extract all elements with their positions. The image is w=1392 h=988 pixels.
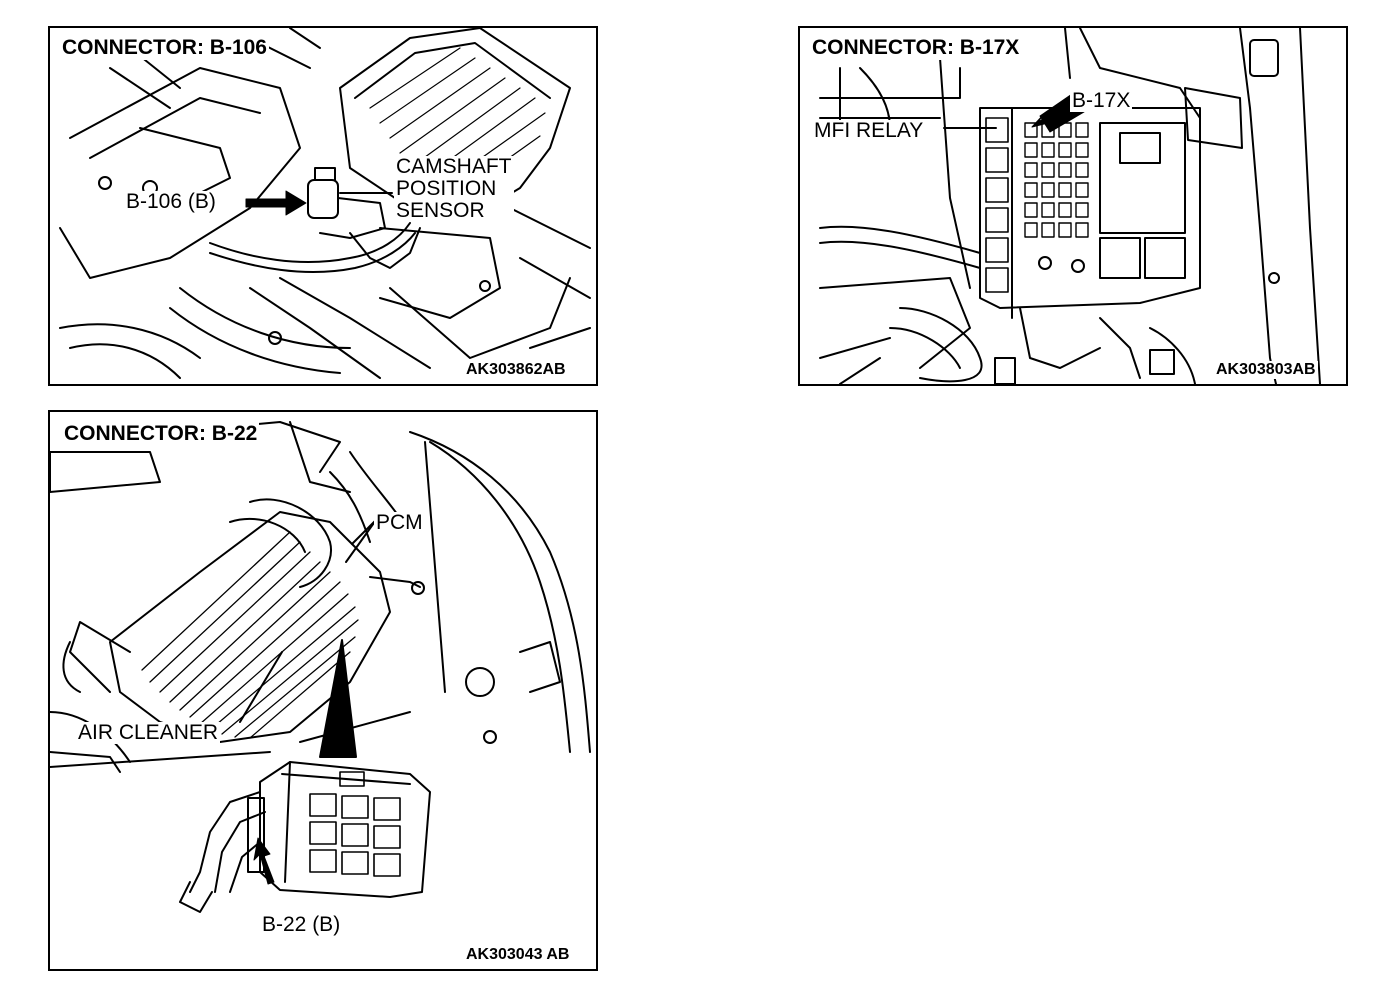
diagram-panel-b106: CONNECTOR: B-106 B-106 (B) CAMSHAFT POSI… — [48, 26, 598, 386]
sensor-label-line-1: CAMSHAFT — [396, 155, 512, 178]
diagram-panel-b17x: CONNECTOR: B-17X B-17X MFI RELAY AK30380… — [798, 26, 1348, 386]
figure-code: AK303043 AB — [464, 946, 572, 964]
panel-title: CONNECTOR: B-17X — [810, 36, 1022, 60]
sensor-label-line-3: SENSOR — [396, 199, 485, 223]
panel-title: CONNECTOR: B-106 — [60, 36, 269, 60]
connector-label-b106: B-106 (B) — [124, 190, 218, 214]
relay-box-illustration-b17x — [819, 28, 1321, 384]
connector-label-b22: B-22 (B) — [260, 913, 343, 937]
air-cleaner-label: AIR CLEANER — [76, 721, 221, 745]
figure-code: AK303803AB — [1214, 361, 1318, 379]
panel-title: CONNECTOR: B-22 — [62, 422, 260, 446]
sensor-label-line-2: POSITION — [396, 177, 497, 201]
pcm-label: PCM — [374, 511, 425, 535]
engine-bay-illustration-b106 — [59, 28, 591, 379]
connector-label-b17x: B-17X — [1070, 89, 1133, 113]
figure-code: AK303862AB — [464, 361, 568, 379]
relay-label: MFI RELAY — [812, 119, 926, 143]
sensor-label: CAMSHAFT POSITION SENSOR — [394, 155, 514, 223]
pcm-illustration-b22 — [50, 421, 591, 913]
diagram-panel-b22: CONNECTOR: B-22 PCM AIR CLEANER B-22 (B)… — [48, 410, 598, 971]
